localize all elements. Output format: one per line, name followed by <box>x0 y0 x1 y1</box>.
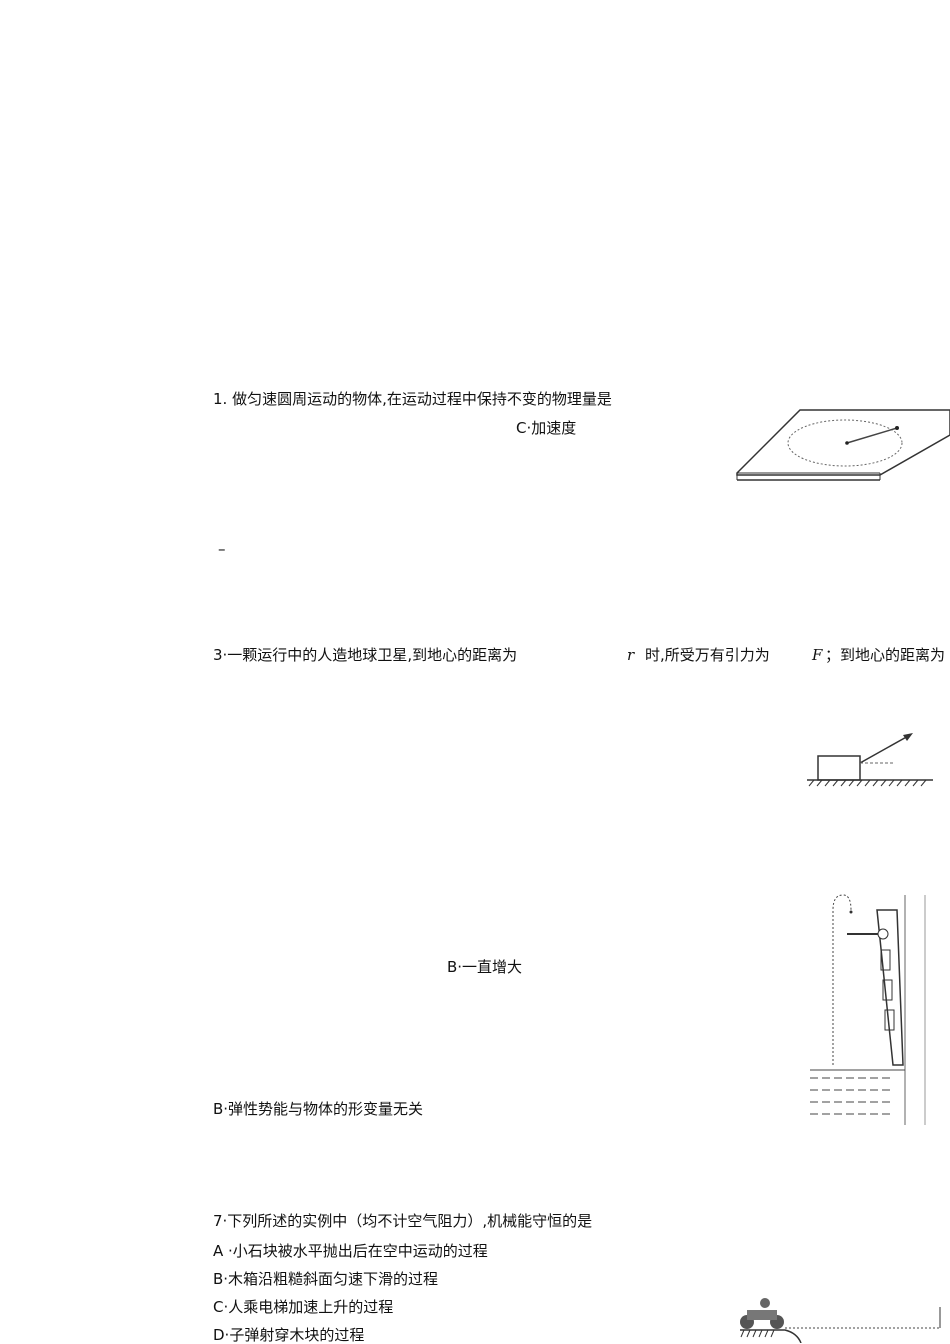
question-1-option-c: C·加速度 <box>516 419 577 437</box>
question-3-suffix: ；到地心的距离为 <box>825 646 946 664</box>
motorcycle-figure <box>740 1298 941 1343</box>
question-3-mid: 时,所受万有引力为 <box>645 646 770 664</box>
option-b-elastic: B·弹性势能与物体的形变量无关 <box>213 1100 424 1118</box>
diving-platform-figure <box>810 894 926 1125</box>
question-3-var-f: F <box>812 646 823 664</box>
question-7-option-b: B·木箱沿粗糙斜面匀速下滑的过程 <box>213 1270 439 1288</box>
turntable-figure <box>736 409 950 481</box>
question-1: 1. 做匀速圆周运动的物体,在运动过程中保持不变的物理量是 <box>213 390 612 408</box>
question-3-var-r: r <box>627 646 635 664</box>
question-7-option-c: C·人乘电梯加速上升的过程 <box>213 1298 394 1316</box>
question-7-option-a: A ·小石块被水平抛出后在空中运动的过程 <box>213 1242 488 1260</box>
question-7: 7·下列所述的实例中（均不计空气阻力）,机械能守恒的是 <box>213 1212 593 1230</box>
question-3-prefix: 3·一颗运行中的人造地球卫星,到地心的距离为 <box>213 646 518 664</box>
option-b-increase: B·一直增大 <box>447 958 523 976</box>
block-pulled-figure <box>807 733 933 787</box>
dash-mark: – <box>218 540 226 558</box>
question-7-option-d: D·子弹射穿木块的过程 <box>213 1326 365 1344</box>
